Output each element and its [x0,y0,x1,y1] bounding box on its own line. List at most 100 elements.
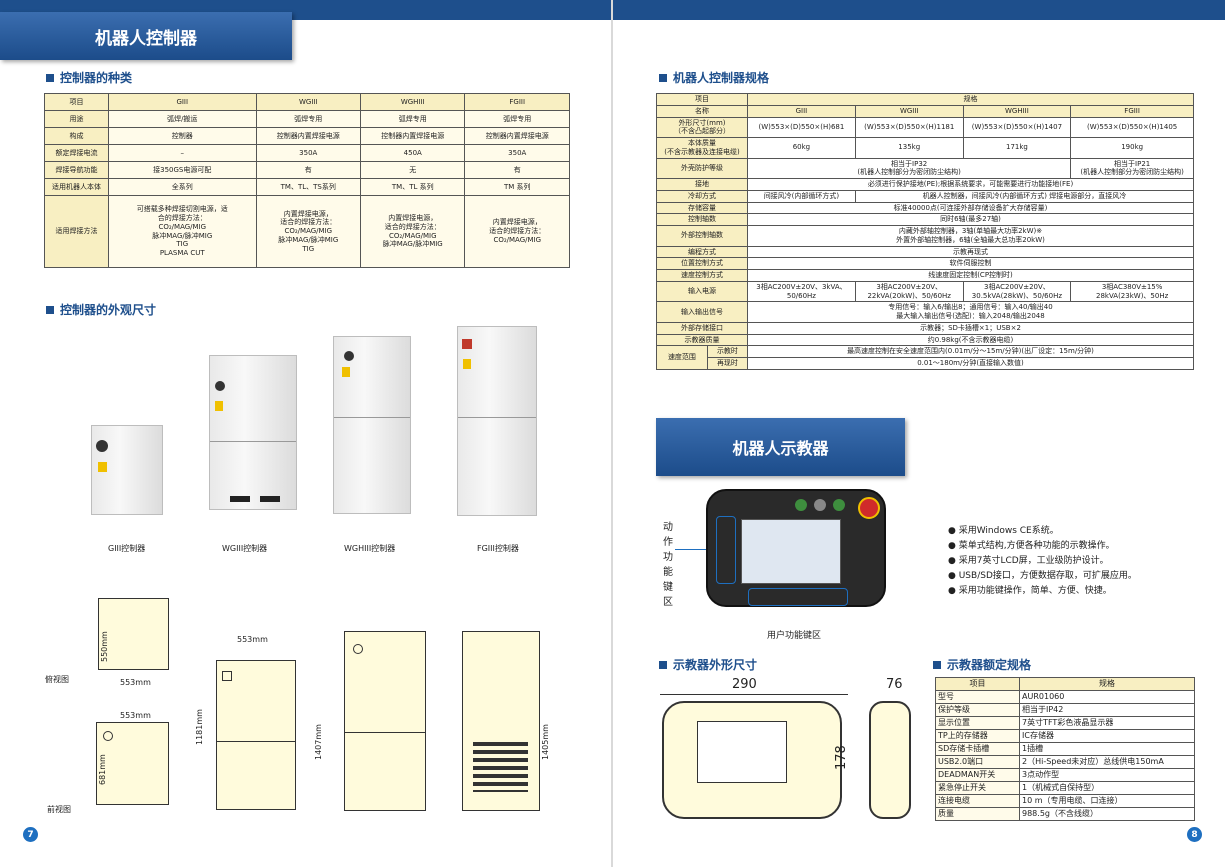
row-label-cell: TP上的存储器 [935,729,1020,743]
action-key-pointer [675,549,713,550]
giii-width-top-dim: 553mm [120,678,151,687]
wghiii-controller-image [333,336,411,514]
value-cell: 135kg [854,137,964,159]
value-cell: 内藏外部轴控制器，3轴(单轴最大功率2kW)※ 外置外部轴控制器，6轴(全轴最大… [747,225,1194,247]
row-label-cell: 外部存储接口 [656,321,748,335]
green-button-icon [833,499,845,511]
value-cell: IC存储器 [1019,729,1195,743]
value-cell: 机器人控制器，间接风冷(内部循环方式) 焊接电源部分，直接风冷 [854,189,1195,203]
table-row: 外形尺寸(mm) （不含凸起部分）(W)553×(D)550×(H)681(W)… [656,116,1194,138]
pendant-side-drawing [869,701,911,819]
row-label-cell: 焊接导航功能 [44,161,109,179]
square-bullet-icon [933,660,941,669]
square-bullet-icon [46,305,54,314]
row-label-cell: 位置控制方式 [656,257,748,270]
value-cell: 示教再现式 [747,245,1194,259]
value-cell: TM、TL 系列 [359,178,466,196]
row-label-cell: 存储容量 [656,201,748,215]
wgiii-width-dim: 553mm [237,635,268,644]
feature-text: 采用7英寸LCD屏，工业级防护设计。 [958,556,1109,566]
feature-text: 采用功能键操作，简单、方便、快捷。 [958,586,1112,596]
header-cell: WGIII [255,93,362,111]
square-bullet-icon [659,660,667,669]
row-label-cell: 质量 [935,807,1020,821]
value-cell: 有 [255,161,362,179]
header-cell: 项目 [935,677,1020,691]
value-cell: 弧焊/搬运 [108,110,257,128]
row-label-cell: 编程方式 [656,245,748,259]
wghiii-height-dim: 1407mm [314,724,323,760]
value-cell: 450A [359,144,466,162]
row-label-cell: 冷却方式 [656,189,748,203]
value-cell: TM 系列 [464,178,570,196]
table-row: 速度控制方式线速度固定控制(CP控制时) [656,269,1194,282]
value-cell: 7英寸TFT彩色液晶显示器 [1019,716,1195,730]
value-cell: 1（机械式自保持型） [1019,781,1195,795]
value-cell: 3点动作型 [1019,768,1195,782]
pendant-height-dim: 178 [834,745,849,770]
header-cell: FGIII [464,93,570,111]
value-cell: 有 [464,161,570,179]
action-key-area [716,516,736,584]
row-label-cell: 输入电源 [656,280,748,303]
giii-width-front-dim: 553mm [120,711,151,720]
feature-item: ● 菜单式结构,方便各种功能的示教操作。 [948,538,1115,551]
row-label-cell: 输入输出信号 [656,301,748,323]
value-cell: 控制器内置焊接电源 [359,127,466,145]
value-cell: 可搭载多种焊接切割电源，适 合的焊接方法： CO₂/MAG/MIG 脉冲MAG/… [108,195,257,268]
row-label-cell: 构成 [44,127,109,145]
header-cell: WGHIII [359,93,466,111]
pendant-width-dim: 290 [732,677,757,692]
value-cell: 2（Hi-Speed未对应）总线供电150mA [1019,755,1195,769]
row-label-cell: 名称 [656,104,748,118]
bullet-dot-icon: ● [948,556,959,566]
row-label-cell: 本体质量 (不含示教器及连接电缆) [656,137,748,159]
giii-label: GIII控制器 [108,544,146,553]
pendant-front-drawing [662,701,842,819]
value-cell: 弧焊专用 [359,110,466,128]
bullet-dot-icon: ● [948,571,959,581]
wgiii-controller-image [209,355,297,510]
value-cell: 190kg [1070,137,1194,159]
wgiii-height-dim: 1181mm [195,709,204,745]
model-header-cell: GIII [747,104,856,118]
row-label-cell: 紧急停止开关 [935,781,1020,795]
value-cell: 988.5g（不含线缆） [1019,807,1195,821]
value-cell: 相当于IP21 (机器人控制部分为密闭防尘结构) [1070,157,1194,179]
table-row: 存储容量标准40000点(可连接外部存储设备扩大存储容量) [656,201,1194,215]
value-cell: 相当于IP32 (机器人控制部分为密闭防尘结构) [746,157,1072,179]
square-bullet-icon [659,73,667,82]
bullet-dot-icon: ● [948,541,959,551]
feature-text: 采用Windows CE系统。 [958,526,1059,536]
row-label-cell: 速度控制方式 [656,269,748,282]
section-title-text: 控制器的种类 [60,71,133,85]
row-label-cell: 型号 [935,690,1020,704]
section-title-text: 示教器额定规格 [947,658,1032,672]
value-cell: 3相AC200V±20V、 22kVA(20kW)、50/60Hz [854,280,964,303]
section-title-types: 控制器的种类 [46,69,132,86]
row-label-cell: 用途 [44,110,109,128]
section-title-text: 机器人控制器规格 [673,71,770,85]
value-cell: 控制器 [108,127,257,145]
value-cell: 专用信号：输入6/输出8；通用信号：输入40/输出40 最大输入输出信号(选配)… [747,301,1194,323]
table-row: 位置控制方式软件伺服控制 [656,257,1194,270]
square-bullet-icon [46,73,54,82]
width-dim-line [660,694,848,695]
row-label-cell: 外壳防护等级 [656,157,748,179]
user-function-key-area [748,588,848,606]
table-row: 焊接导航功能接350GS电源可配有无有 [44,161,570,179]
fgiii-label: FGIII控制器 [477,544,519,553]
row-label-cell: 适用焊接方法 [44,195,109,268]
page-number: 8 [1187,827,1202,842]
